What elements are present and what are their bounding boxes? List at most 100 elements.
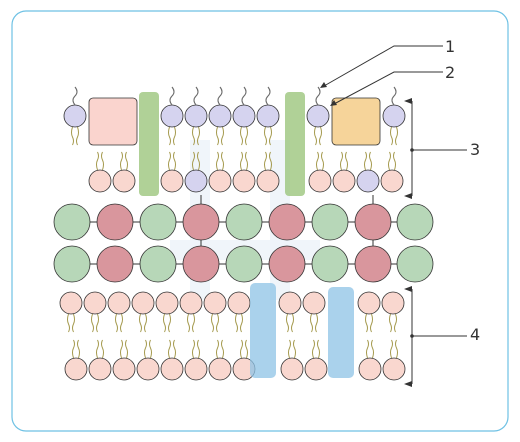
porin-protein	[285, 92, 305, 196]
lipid-tail	[365, 313, 368, 333]
lipid-tail	[120, 151, 123, 171]
sugar-bead	[96, 203, 134, 241]
sugar-chain	[169, 86, 175, 106]
lipid-tail	[192, 151, 195, 171]
sugar-bead	[311, 203, 349, 241]
lipid-head	[107, 291, 131, 315]
lipid-tail	[101, 151, 104, 171]
sugar-chain	[193, 86, 199, 106]
lipid-tail	[192, 339, 195, 359]
membrane-protein-square	[331, 97, 381, 146]
lipid-tail	[173, 339, 176, 359]
lipid-tail	[91, 313, 94, 333]
lipid-tail	[240, 339, 243, 359]
lipid-tail	[366, 339, 369, 359]
lipid-tail	[77, 339, 80, 359]
lipid-tail	[393, 151, 396, 171]
lipid-tail	[221, 151, 224, 171]
lipid-head	[256, 169, 280, 193]
lipid-tail	[395, 339, 398, 359]
transport-protein	[328, 287, 354, 378]
sugar-bead	[225, 245, 263, 283]
lipid-tail	[216, 339, 219, 359]
sugar-bead	[268, 245, 306, 283]
leader-line-2	[333, 71, 443, 105]
lipid-tail	[197, 126, 200, 146]
lipid-tail	[197, 151, 200, 171]
label-1: 1	[445, 37, 455, 56]
lipid-tail	[216, 126, 219, 146]
lipid-head	[306, 104, 330, 128]
lipid-head	[59, 291, 83, 315]
lipid-tail	[245, 151, 248, 171]
lipid-tail	[395, 126, 398, 146]
lipid-head	[112, 169, 136, 193]
lipid-tail	[125, 339, 128, 359]
lipid-head	[88, 357, 112, 381]
sugar-bead	[268, 203, 306, 241]
lipid-head	[88, 169, 112, 193]
lipid-tail	[389, 313, 392, 333]
lipid-head	[184, 357, 208, 381]
lipid-head	[208, 357, 232, 381]
lipid-tail	[264, 126, 267, 146]
lipid-tail	[316, 151, 319, 171]
lipid-tail	[340, 151, 343, 171]
lipid-tail	[390, 126, 393, 146]
lipid-tail	[216, 151, 219, 171]
sugar-bead	[53, 245, 91, 283]
sugar-chain	[391, 86, 397, 106]
lipid-tail	[192, 313, 195, 333]
membrane-protein-square	[88, 97, 138, 146]
lipid-tail	[288, 339, 291, 359]
bracket-4-dot	[410, 334, 414, 338]
sugar-chain	[315, 86, 321, 106]
leader-line-1	[323, 45, 443, 87]
lipid-tail	[291, 313, 294, 333]
label-4: 4	[470, 325, 480, 344]
lipid-head	[131, 291, 155, 315]
lipid-tail	[187, 313, 190, 333]
lipid-head	[160, 104, 184, 128]
lipid-tail	[235, 313, 238, 333]
lipid-head	[381, 291, 405, 315]
lipid-head	[304, 357, 328, 381]
lipid-tail	[144, 313, 147, 333]
annotations: 1 2 3 4	[320, 37, 480, 387]
lipid-tail	[101, 339, 104, 359]
lipid-tail	[312, 339, 315, 359]
lipid-tail	[71, 126, 74, 146]
lipid-head	[332, 169, 356, 193]
lipid-tail	[319, 126, 322, 146]
sugar-bead	[311, 245, 349, 283]
inner-membrane	[59, 283, 406, 381]
sugar-bead	[354, 203, 392, 241]
lipid-tail	[264, 151, 267, 171]
lipid-tail	[144, 339, 147, 359]
lipid-head	[203, 291, 227, 315]
lipid-tail	[149, 339, 152, 359]
lipid-tail	[315, 313, 318, 333]
lipid-tail	[125, 151, 128, 171]
lipid-head	[232, 169, 256, 193]
outer-membrane	[63, 86, 406, 196]
sugar-bead	[182, 203, 220, 241]
lipid-head	[232, 104, 256, 128]
label-2: 2	[445, 63, 455, 82]
lipid-head	[308, 169, 332, 193]
lipid-head	[155, 291, 179, 315]
lipid-tail	[76, 126, 79, 146]
bracket-3-cap	[404, 193, 412, 199]
lipid-tail	[221, 126, 224, 146]
lipid-head	[380, 169, 404, 193]
lipid-tail	[390, 339, 393, 359]
lipid-head	[382, 357, 406, 381]
lipid-tail	[321, 151, 324, 171]
lipid-tail	[317, 339, 320, 359]
lipid-tail	[139, 313, 142, 333]
lipid-tail	[168, 151, 171, 171]
sugar-chain	[217, 86, 223, 106]
lipid-head	[112, 357, 136, 381]
